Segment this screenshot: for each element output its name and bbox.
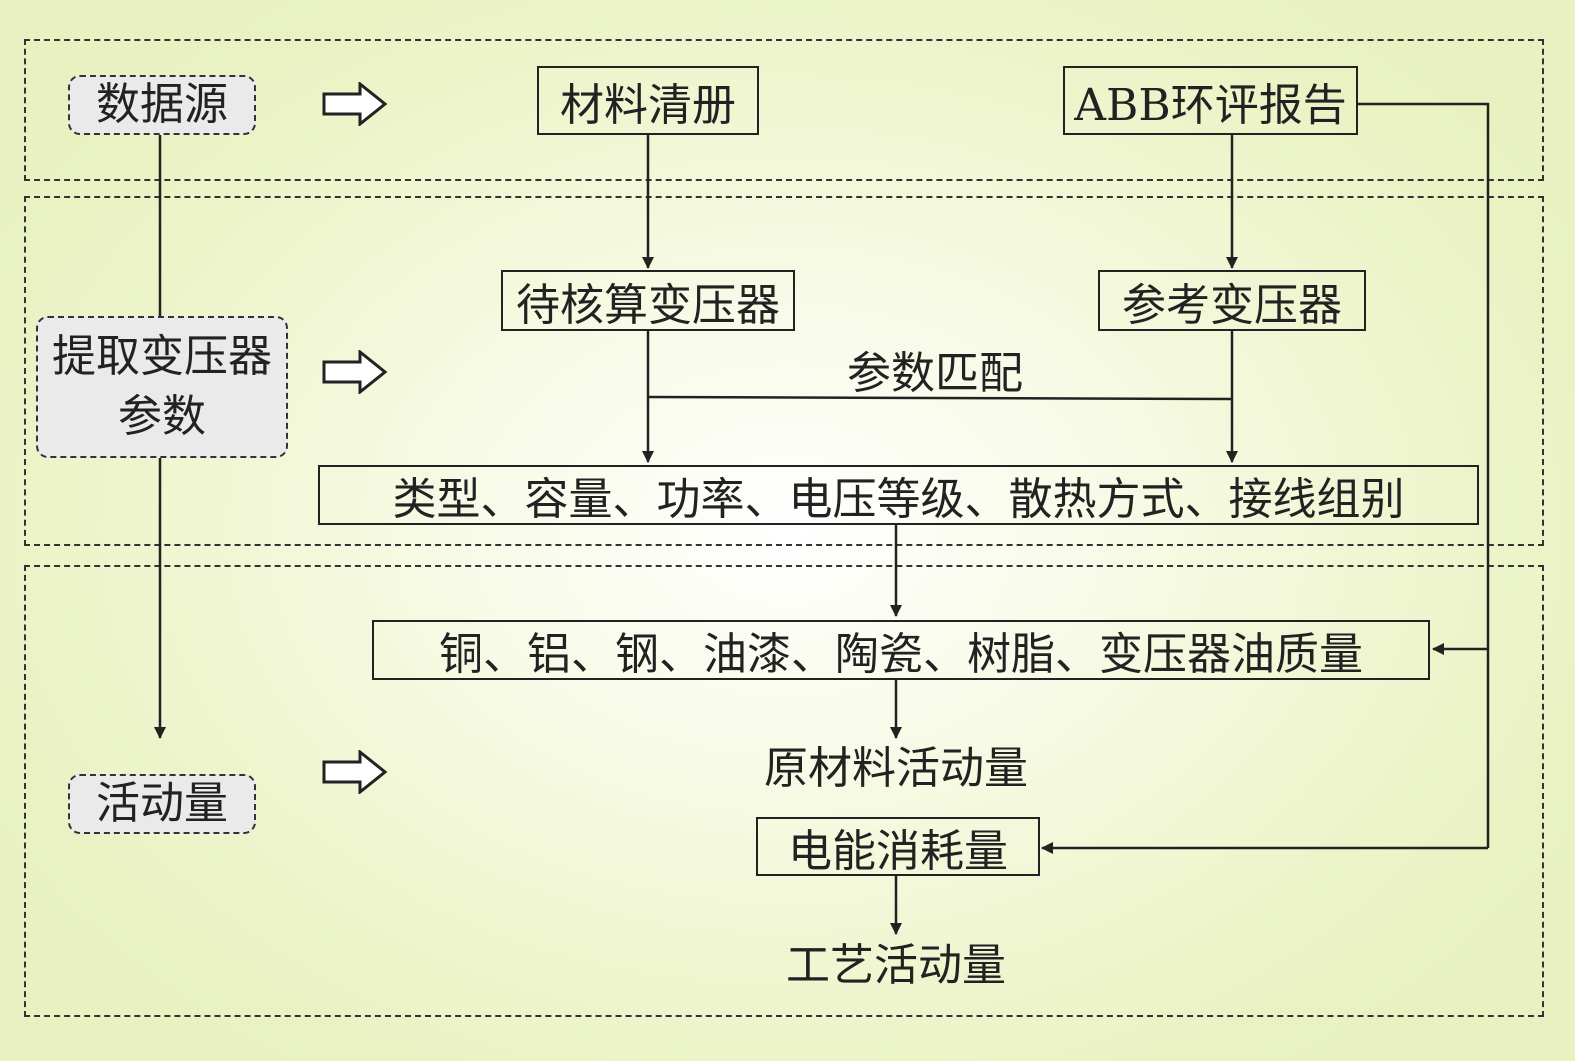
label-param-match: 参数匹配: [847, 348, 1023, 399]
node-reference-transformer: 参考变压器: [1098, 270, 1366, 331]
stage-extract-params-label: 提取变压器 参数: [52, 331, 272, 442]
band-data-source: [24, 39, 1544, 181]
node-target-transformer: 待核算变压器: [501, 270, 795, 331]
node-material-list-label: 材料清册: [560, 79, 736, 131]
hollow-right-arrow-icon: [322, 750, 388, 794]
node-power-consumption-label: 电能消耗量: [788, 825, 1008, 877]
label-process-activity: 工艺活动量: [786, 940, 1006, 991]
node-target-transformer-label: 待核算变压器: [516, 279, 780, 331]
node-material-list: 材料清册: [537, 66, 759, 135]
node-parameters: 类型、容量、功率、电压等级、散热方式、接线组别: [318, 465, 1479, 525]
band-extract-params: [24, 196, 1544, 546]
hollow-right-arrow-icon: [322, 82, 388, 126]
node-parameters-label: 类型、容量、功率、电压等级、散热方式、接线组别: [392, 474, 1405, 525]
stage-data-source: 数据源: [68, 75, 256, 135]
node-abb-report-label: ABB环评报告: [1074, 79, 1347, 131]
node-power-consumption: 电能消耗量: [756, 817, 1040, 877]
stage-extract-params: 提取变压器 参数: [36, 316, 288, 458]
stage-activity: 活动量: [68, 774, 256, 834]
node-abb-report: ABB环评报告: [1063, 66, 1358, 135]
hollow-right-arrow-icon: [322, 350, 388, 394]
stage-data-source-label: 数据源: [96, 79, 228, 130]
stage-activity-label: 活动量: [96, 778, 228, 829]
node-material-mass-label: 铜、铝、钢、油漆、陶瓷、树脂、变压器油质量: [439, 629, 1363, 680]
label-raw-material-activity: 原材料活动量: [764, 743, 1028, 794]
node-material-mass: 铜、铝、钢、油漆、陶瓷、树脂、变压器油质量: [372, 620, 1430, 680]
band-activity: [24, 565, 1544, 1017]
node-reference-transformer-label: 参考变压器: [1122, 279, 1342, 331]
